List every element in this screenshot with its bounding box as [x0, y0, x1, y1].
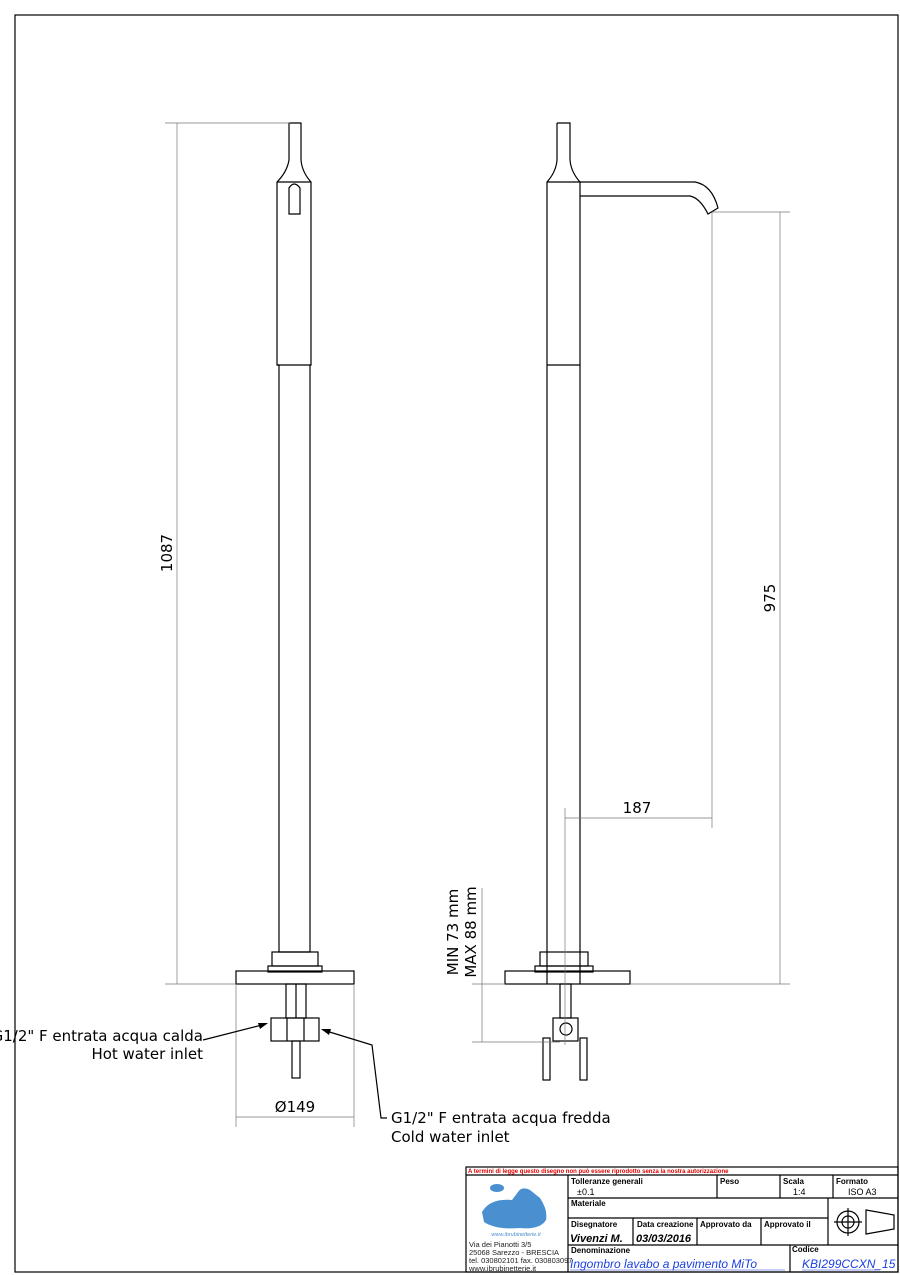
date-value: 03/03/2016 [636, 1233, 692, 1245]
format-label: Formato [836, 1177, 868, 1186]
drawing-name: Ingombro lavabo a pavimento MiTo [570, 1257, 757, 1271]
drawing-code: KBI299CCXN_15 [802, 1257, 896, 1271]
dimension-label: Ø149 [275, 1098, 315, 1116]
tolerances-value: ±0.1 [577, 1187, 594, 1197]
drawing-frame [14, 14, 899, 1273]
address-line: Via dei Pianotti 3/5 [469, 1240, 531, 1249]
company-logo: www.ibrubinetterie.it [482, 1184, 547, 1238]
address-line: 25068 Sarezzo - BRESCIA [469, 1248, 559, 1257]
scale-value: 1:4 [793, 1187, 806, 1197]
hot-inlet-label-it: G1/2" F entrata acqua calda [0, 1027, 203, 1045]
name-label: Denominazione [571, 1246, 631, 1255]
material-label: Materiale [571, 1199, 606, 1208]
scale-label: Scala [783, 1177, 804, 1186]
dimension-label: MIN 73 mm [444, 889, 462, 975]
cold-inlet-callout: G1/2" F entrata acqua fredda Cold water … [321, 1029, 611, 1146]
approved-by-label: Approvato da [700, 1220, 752, 1229]
address-line: www.ibrubinetterie.it [468, 1264, 537, 1273]
dimension-label: 187 [623, 799, 652, 817]
designer-label: Disegnatore [571, 1220, 618, 1229]
dimension-187: 187 [565, 212, 713, 828]
dimension-label: 975 [761, 584, 779, 613]
weight-label: Peso [720, 1177, 739, 1186]
title-block: A termini di legge questo disegno non pu… [465, 1166, 899, 1273]
projection-symbol-icon [834, 1208, 895, 1236]
dimension-1087: 1087 [158, 122, 290, 985]
address-line: tel. 030802101 fax. 030803097 [469, 1256, 572, 1265]
side-view [504, 122, 719, 1081]
date-label: Data creazione [637, 1220, 694, 1229]
dimension-149: Ø149 [235, 984, 355, 1127]
cold-inlet-label-it: G1/2" F entrata acqua fredda [391, 1109, 611, 1127]
dimension-975: 975 [630, 211, 790, 985]
dimension-floor: MIN 73 mm MAX 88 mm [444, 886, 560, 1043]
dimension-label: 1087 [158, 534, 176, 572]
copyright-notice: A termini di legge questo disegno non pu… [468, 1169, 729, 1175]
code-label: Codice [792, 1245, 819, 1254]
tolerances-label: Tolleranze generali [571, 1177, 643, 1186]
hot-inlet-callout: G1/2" F entrata acqua calda Hot water in… [0, 1023, 268, 1063]
hot-inlet-label-en: Hot water inlet [91, 1045, 203, 1063]
front-view [235, 122, 355, 1079]
approved-on-label: Approvato il [764, 1220, 811, 1229]
logo-url: www.ibrubinetterie.it [491, 1232, 541, 1238]
format-value: ISO A3 [848, 1187, 877, 1197]
dimension-label: MAX 88 mm [462, 886, 480, 977]
cold-inlet-label-en: Cold water inlet [391, 1128, 510, 1146]
designer-value: Vivenzi M. [570, 1233, 623, 1245]
